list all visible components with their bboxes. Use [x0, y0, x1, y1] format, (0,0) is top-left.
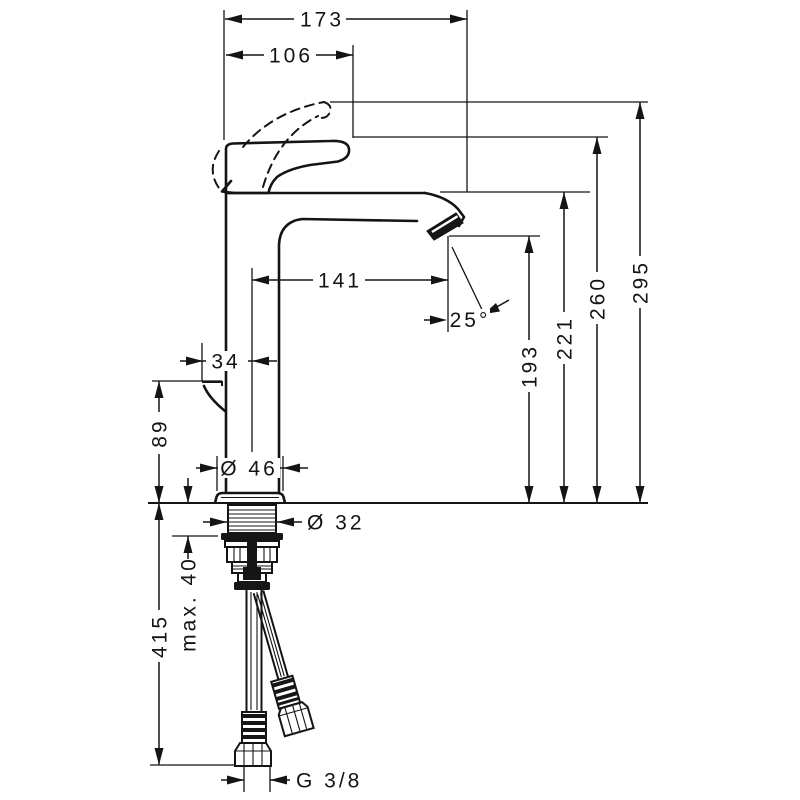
supply-hose-angled: [252, 590, 315, 738]
aerator: [426, 212, 464, 241]
dim-label-spout-reach: 141: [318, 270, 362, 293]
dimension-spout-reach: 141: [252, 270, 448, 293]
faucet-outline: [202, 101, 466, 504]
dim-label-max-mounting-thickness: max. 40: [178, 556, 201, 652]
dimension-lever-height: 89: [149, 381, 172, 503]
faucet-spout-nose: [423, 191, 466, 228]
dim-label-spout-angle: 25°: [450, 309, 491, 332]
faucet-handle: [224, 139, 351, 195]
hose-nut-angled: [277, 701, 315, 738]
dimension-spout-top-height: 221: [554, 192, 577, 503]
dim-label-hose-length: 415: [149, 614, 172, 658]
dimension-connection-thread: G 3/8: [221, 770, 362, 793]
dimension-shank-diameter: Ø 32: [203, 512, 365, 535]
dimension-max-mounting-thickness: max. 40: [178, 478, 201, 652]
dimension-spout-angle: 25°: [424, 246, 510, 332]
dimension-total-width: 173: [225, 9, 467, 32]
dim-label-connection-thread: G 3/8: [296, 770, 362, 793]
dimension-base-diameter: Ø 46: [196, 458, 308, 481]
faucet-spout-underside: [277, 217, 419, 494]
dim-label-body-top-height: 260: [587, 276, 610, 320]
dim-label-total-width: 173: [300, 9, 344, 32]
handle-raised-dashed: [211, 101, 332, 193]
dimension-handle-offset: 34: [180, 351, 277, 374]
dimension-max-handle-height: 295: [630, 102, 653, 503]
mounting-shank: [227, 504, 277, 534]
dimension-body-top-height: 260: [587, 137, 610, 503]
reference-lines: [148, 10, 648, 792]
dimension-handle-projection: 106: [226, 45, 353, 68]
dim-label-outlet-height: 193: [519, 344, 542, 388]
dim-label-handle-projection: 106: [269, 45, 313, 68]
dimension-hose-length: 415: [149, 503, 172, 765]
below-deck-assembly: [221, 504, 315, 767]
side-lever-hook: [202, 381, 227, 413]
dim-label-handle-offset: 34: [211, 351, 240, 374]
supply-hose-straight: [234, 590, 272, 767]
dim-label-lever-height: 89: [149, 418, 172, 447]
dim-label-max-handle-height: 295: [630, 260, 653, 304]
dimension-outlet-height: 193: [519, 236, 542, 503]
dim-label-shank-diameter: Ø 32: [307, 512, 365, 535]
mounting-nut: [221, 533, 283, 590]
dim-label-spout-top-height: 221: [554, 316, 577, 360]
dim-label-base-diameter: Ø 46: [220, 458, 278, 481]
